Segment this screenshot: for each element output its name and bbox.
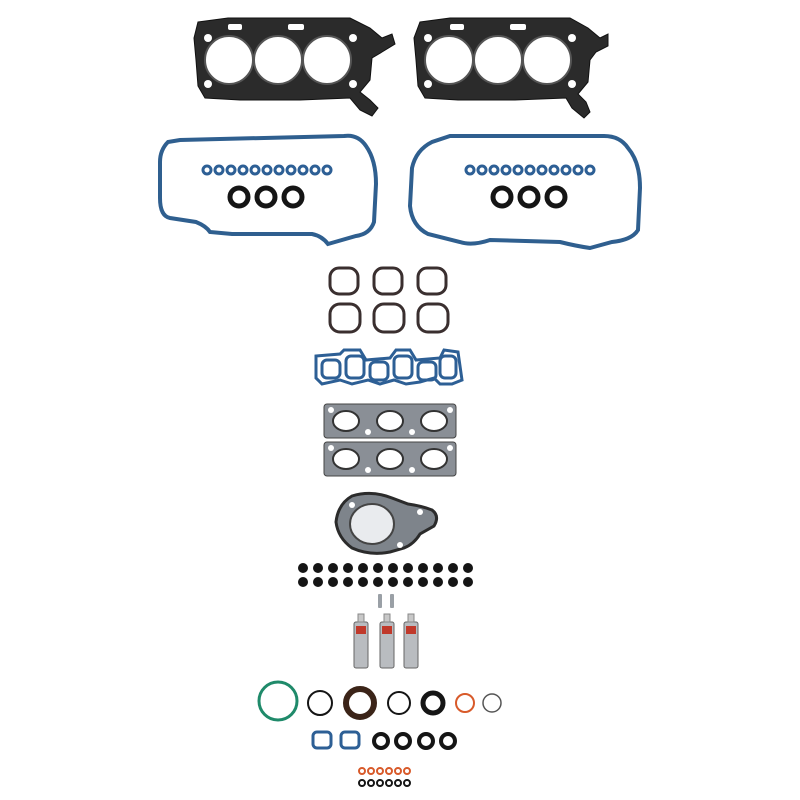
spark-seal-row-right: [464, 164, 596, 176]
rtv-tube-3: [403, 613, 419, 669]
exhaust-manifold-gasket-bottom: [323, 441, 457, 477]
dowel-pins: [378, 594, 394, 608]
lower-seals: [311, 730, 457, 750]
head-gasket-left: [193, 17, 396, 117]
valve-cover-gasket-right: [407, 134, 643, 251]
tiny-orings: [358, 767, 411, 787]
rtv-tube-2: [379, 613, 395, 669]
valve-cover-gasket-left: [158, 133, 379, 247]
oring-seal-row: [257, 680, 502, 722]
valve-stem-seals: [298, 563, 473, 587]
intake-plenum-gaskets: [328, 266, 450, 334]
water-pump-gasket: [334, 491, 439, 555]
exhaust-manifold-gasket-top: [323, 403, 457, 439]
intake-manifold-gasket: [314, 348, 464, 386]
head-gasket-right: [413, 17, 609, 119]
rtv-tube-1: [353, 613, 369, 669]
spark-seal-row-left: [201, 164, 333, 176]
